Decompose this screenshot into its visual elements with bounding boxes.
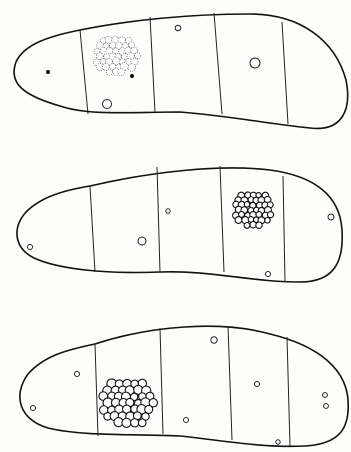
panel-bottom: [20, 326, 348, 446]
body-outline-bottom: [20, 326, 348, 446]
small-circle: [28, 245, 33, 250]
segment-divider: [157, 167, 160, 272]
segment-divider: [150, 17, 155, 112]
small-circle: [323, 393, 328, 398]
panel-top: [14, 13, 348, 128]
cluster-cell: [131, 419, 139, 427]
cluster-cell: [129, 42, 135, 48]
small-circle: [266, 272, 271, 277]
cluster-cell: [244, 202, 249, 207]
small-circle: [103, 100, 112, 109]
body-outline-top: [14, 14, 348, 128]
segment-divider: [214, 13, 222, 114]
cluster-cell: [244, 223, 250, 229]
small-circle: [250, 58, 260, 68]
small-circle: [255, 382, 260, 387]
small-circle: [328, 214, 334, 220]
small-circle: [276, 440, 280, 444]
small-circle: [211, 337, 217, 343]
small-circle: [184, 418, 189, 423]
cluster-cell: [138, 419, 146, 427]
cluster-cell: [122, 418, 131, 427]
segment-divider: [220, 166, 224, 272]
segment-divider: [80, 30, 88, 114]
segment-divider: [228, 326, 232, 440]
cluster-cell: [235, 217, 242, 224]
cluster-cell: [118, 69, 125, 76]
cluster-cell: [135, 53, 141, 59]
cell-cluster-dotted: [93, 36, 140, 75]
small-circle: [175, 25, 181, 31]
cell-cluster-dense: [233, 192, 274, 228]
cluster-cell: [128, 64, 136, 72]
segment-divider: [282, 22, 288, 124]
cluster-cell: [145, 405, 153, 413]
small-circle: [31, 406, 36, 411]
cell-cluster-solid: [99, 379, 158, 427]
dark-dot: [130, 74, 134, 78]
segment-divider: [283, 176, 285, 282]
segment-divider: [90, 186, 95, 272]
segment-divider: [160, 328, 163, 434]
segment-divider: [287, 337, 290, 446]
cluster-cell: [265, 218, 271, 224]
segment-divider: [95, 344, 98, 436]
small-circle: [75, 372, 80, 377]
small-circle: [166, 209, 170, 213]
dark-dot: [46, 70, 50, 74]
cluster-cell: [256, 222, 262, 228]
cluster-cell: [267, 212, 273, 218]
body-outline-middle: [17, 168, 342, 282]
small-circle: [324, 404, 329, 409]
small-circle: [138, 237, 146, 245]
panel-middle: [17, 166, 342, 282]
cluster-cell: [106, 69, 112, 75]
